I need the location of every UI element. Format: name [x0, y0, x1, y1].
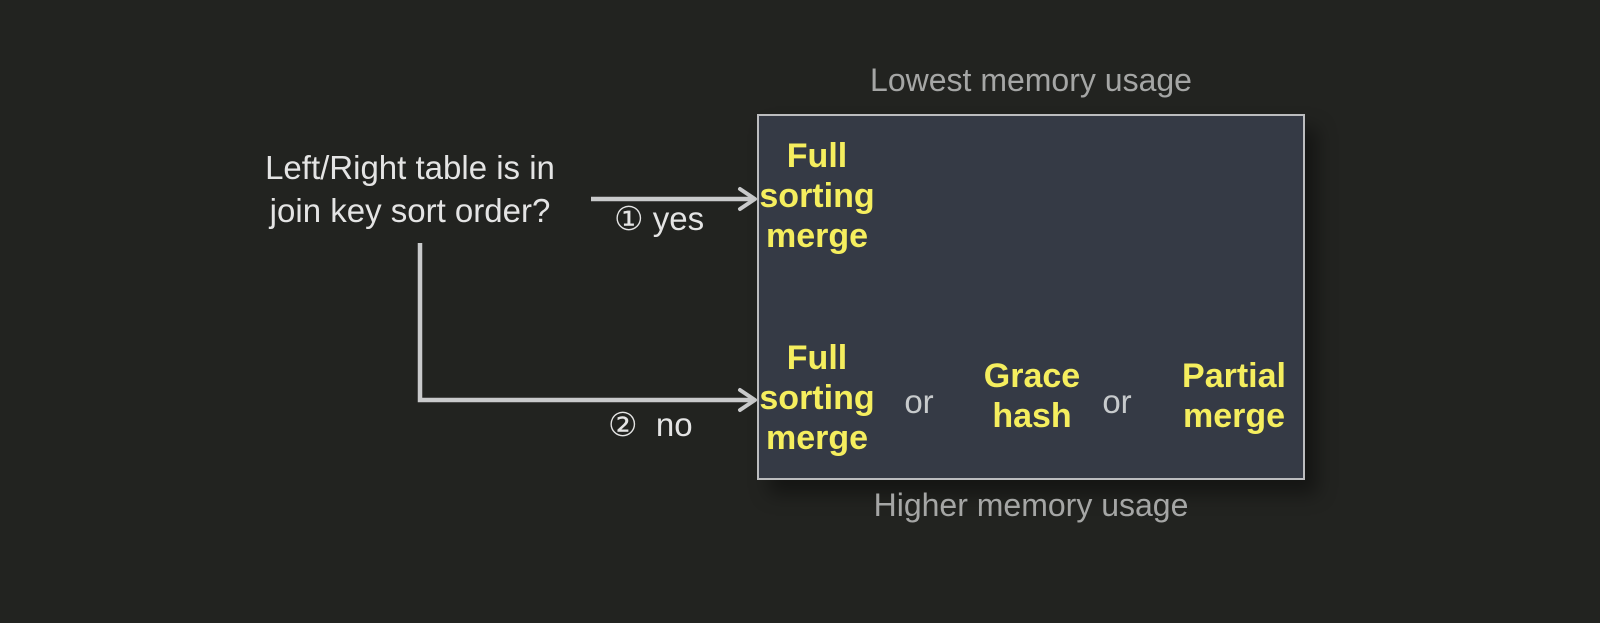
method-full-sorting-merge-sorted: Full sorting merge: [759, 137, 875, 255]
join-methods-box: Full sorting merge Full sorting merge or…: [757, 114, 1305, 480]
branch-label-yes: ① yes: [614, 200, 705, 237]
lowest-memory-label: Lowest memory usage: [870, 62, 1192, 98]
method-full-sorting-merge-unsorted: Full sorting merge: [759, 339, 875, 457]
yes-arrow-head-icon: [738, 187, 757, 211]
or-separator-2: or: [1102, 383, 1132, 420]
or-separator-1: or: [904, 383, 934, 420]
higher-memory-label: Higher memory usage: [873, 487, 1189, 523]
question-text: Left/Right table is in join key sort ord…: [265, 149, 555, 229]
method-partial-merge: Partial merge: [1182, 357, 1286, 435]
no-arrow-line: [417, 243, 753, 403]
method-grace-hash: Grace hash: [983, 357, 1081, 435]
no-arrow-head-icon: [738, 388, 757, 412]
branch-label-no: ② no: [608, 406, 693, 443]
